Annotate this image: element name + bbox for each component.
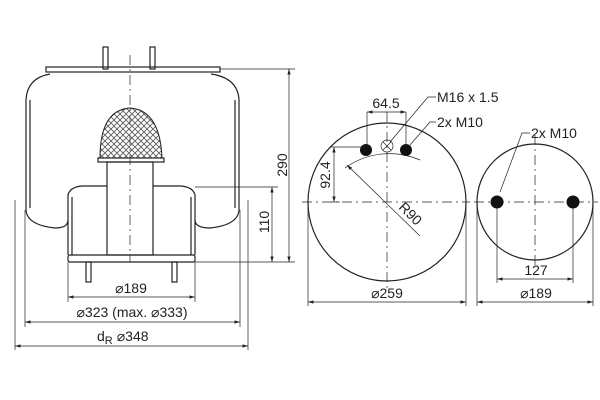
side-view: 290 110 ⌀189 ⌀323 (max. ⌀333) dR⌀348 (14, 46, 295, 350)
bolt-hole (360, 144, 372, 156)
dim-radius: R90 (396, 199, 426, 229)
dim-rolling-dia: dR⌀348 (97, 328, 149, 347)
bump-stop (99, 107, 163, 159)
label-bolts: 2x M10 (437, 114, 483, 130)
bolt-hole (490, 195, 504, 209)
bolt (171, 261, 178, 283)
dim-bolt-spacing: 64.5 (372, 95, 399, 111)
bolt (85, 261, 92, 283)
piston (67, 185, 196, 255)
dim-piston-dia: ⌀189 (115, 280, 147, 296)
bottom-plate (67, 254, 196, 263)
dim-offset: 92.4 (317, 161, 333, 188)
bolt (149, 46, 156, 70)
dim-dia: ⌀259 (371, 285, 403, 301)
dim-dia: ⌀189 (520, 285, 552, 301)
dim-piston-height: 110 (256, 211, 272, 234)
piston-view: 2x M10 127 ⌀189 (474, 125, 598, 306)
air-inlet (380, 139, 394, 153)
label-air-inlet: M16 x 1.5 (437, 89, 499, 105)
label-bolts: 2x M10 (531, 125, 577, 141)
bolt-hole (400, 144, 412, 156)
dim-height: 290 (274, 153, 290, 177)
top-plate-view: 64.5 92.4 R90 M16 x 1.5 2x M10 ⌀259 (302, 89, 499, 306)
bolt-hole (566, 195, 580, 209)
top-plate (45, 66, 221, 73)
bellows (25, 73, 240, 229)
dim-bellows-dia: ⌀323 (max. ⌀333) (76, 304, 187, 320)
dim-bolt-spacing: 127 (524, 262, 548, 278)
bolt (102, 46, 109, 70)
